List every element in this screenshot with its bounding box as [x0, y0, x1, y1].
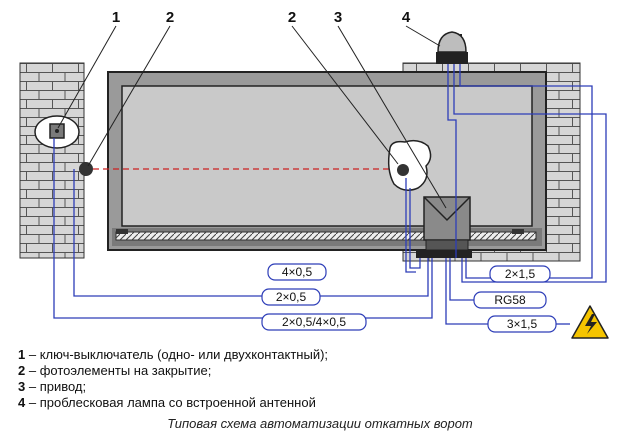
callout-photocell-left: 2	[166, 9, 174, 26]
flashing-lamp	[436, 31, 468, 64]
sliding-gate	[107, 71, 547, 251]
cable-label-lamp-power-text: 2×1,5	[505, 267, 536, 281]
cable-label-photocell-tx-text: 2×0,5/4×0,5	[282, 315, 346, 329]
photocell-right	[387, 139, 432, 191]
wiring	[53, 64, 607, 325]
cable-label-antenna-text: RG58	[494, 293, 526, 307]
left-brick-pillar	[19, 62, 85, 259]
high-voltage-warning-icon	[571, 305, 609, 339]
legend-item: 1 – ключ-выключатель (одно- или двухконт…	[18, 347, 329, 362]
key-switch	[34, 115, 80, 149]
cable-label-photocell: 4×0,5	[267, 263, 327, 281]
legend-item: 3 – привод;	[18, 379, 87, 394]
cable-label-photocell-tx: 2×0,5/4×0,5	[261, 313, 367, 331]
photocell-left	[79, 162, 93, 176]
callout-drive: 3	[334, 9, 342, 26]
callout-key-switch: 1	[112, 9, 120, 26]
legend-item: 4 – проблесковая лампа со встроенной ант…	[18, 395, 316, 410]
cable-label-photocell-text: 4×0,5	[282, 265, 313, 279]
callout-lamp: 4	[402, 9, 411, 26]
figure-caption: Типовая схема автоматизации откатных вор…	[167, 416, 473, 431]
cable-label-mains: 3×1,5	[487, 315, 557, 333]
legend-item: 2 – фотоэлементы на закрытие;	[18, 363, 212, 378]
cable-label-key-switch: 2×0,5	[261, 288, 321, 306]
cable-label-mains-text: 3×1,5	[507, 317, 538, 331]
callout-photocell-right: 2	[288, 9, 296, 26]
cable-label-lamp-power: 2×1,5	[489, 265, 551, 283]
cable-label-key-switch-text: 2×0,5	[276, 290, 307, 304]
callout-leaders	[57, 25, 447, 209]
gear-rack	[115, 231, 537, 241]
legend: 1 – ключ-выключатель (одно- или двухконт…	[18, 347, 328, 411]
drive-motor	[416, 196, 472, 258]
cable-label-antenna: RG58	[473, 291, 547, 309]
